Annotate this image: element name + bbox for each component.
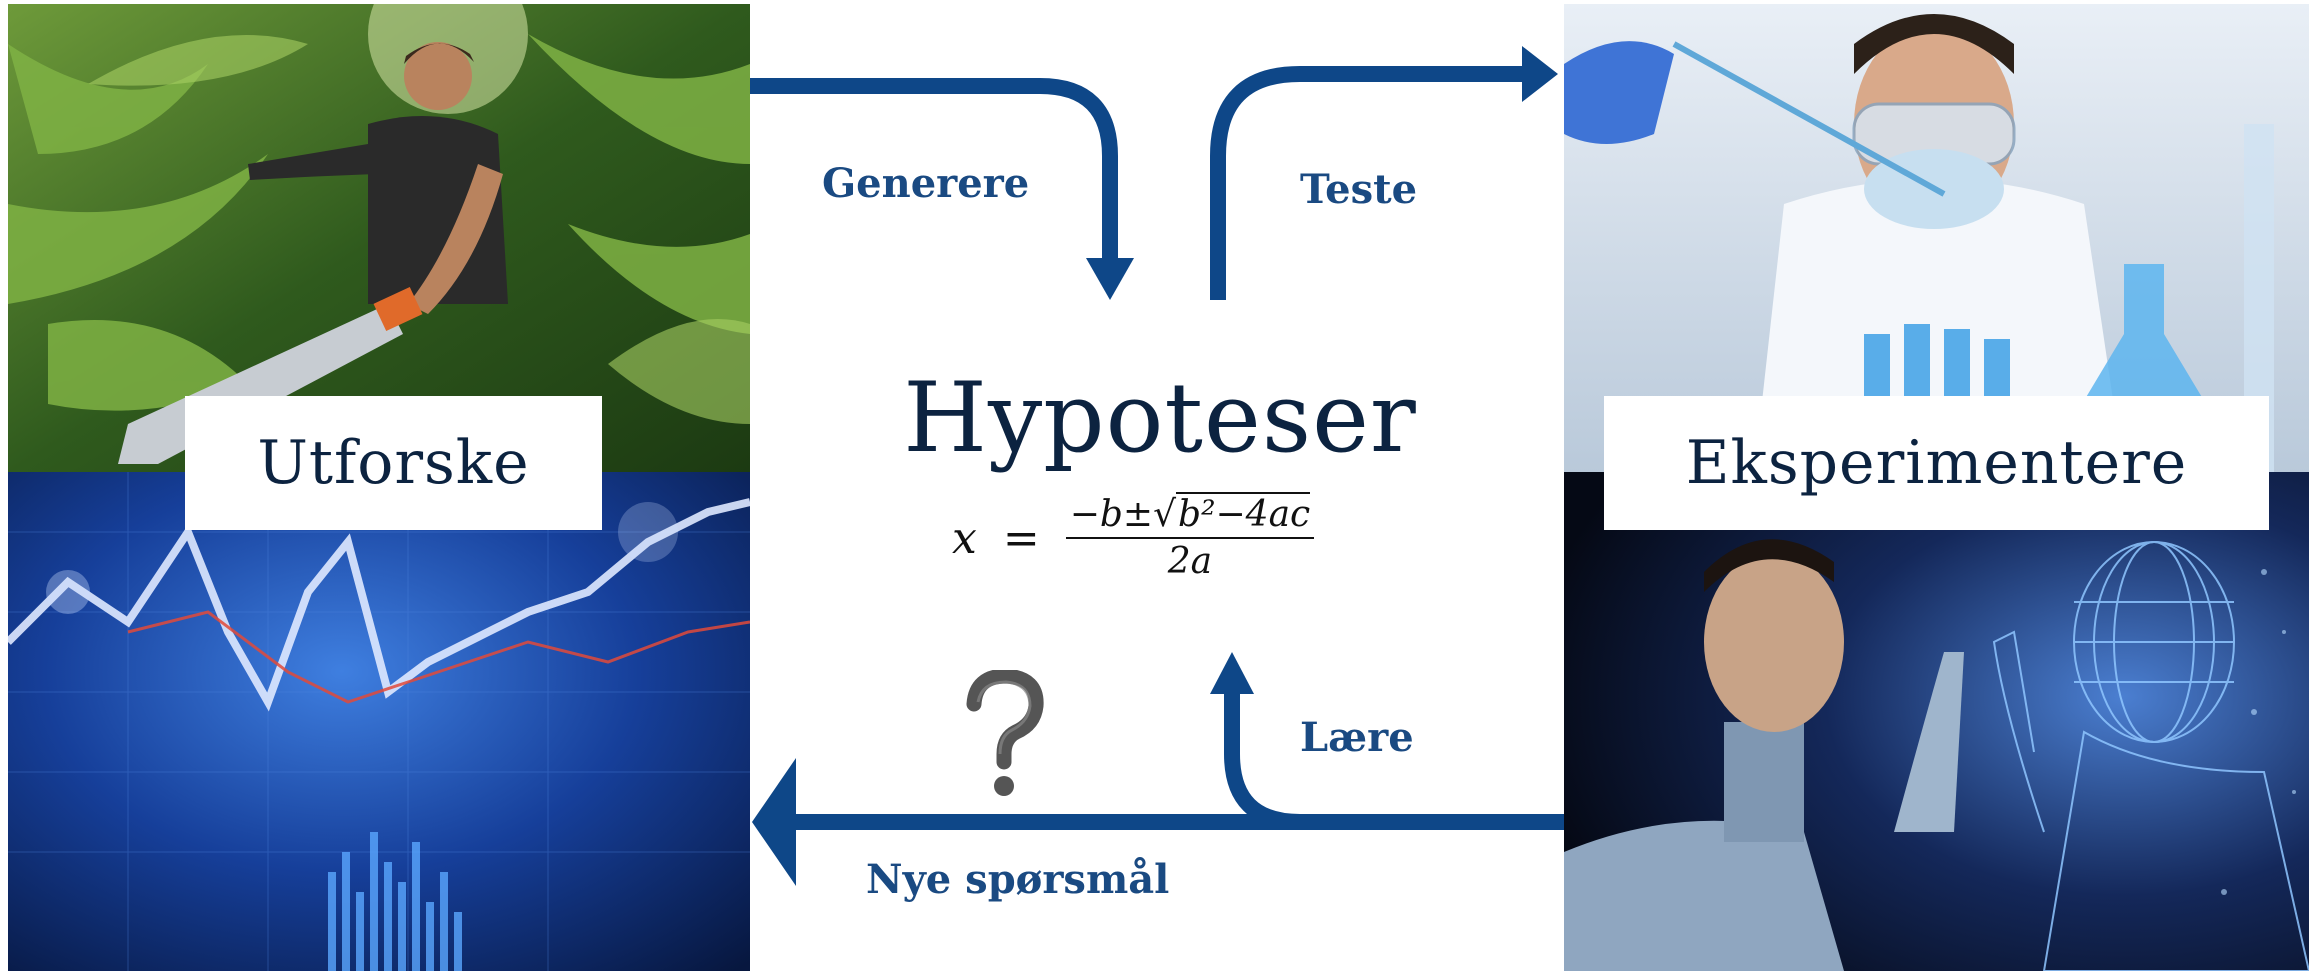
eksperimentere-label: Eksperimentere <box>1604 396 2269 530</box>
formula-lhs: x <box>952 512 977 564</box>
formula-radicand: b²−4ac <box>1176 492 1311 535</box>
hypoteser-title: Hypoteser <box>903 362 1417 474</box>
formula-denominator: 2a <box>1167 541 1213 582</box>
formula-num-prefix: −b± <box>1069 494 1154 535</box>
stock-chart-photo <box>8 472 750 971</box>
formula-numerator: −b±√b²−4ac <box>1065 492 1315 539</box>
quadratic-formula: x = −b±√b²−4ac 2a <box>952 492 1315 582</box>
jungle-explorer-photo <box>8 4 750 474</box>
generere-label: Generere <box>822 160 1030 207</box>
formula-fraction: −b±√b²−4ac 2a <box>1065 492 1315 582</box>
laere-label: Lære <box>1300 714 1414 761</box>
question-mark-icon <box>966 670 1044 796</box>
formula-equals: = <box>1002 512 1040 564</box>
sqrt-symbol: √ <box>1153 494 1177 535</box>
nye-sporsmal-label: Nye spørsmål <box>866 856 1170 903</box>
utforske-label: Utforske <box>185 396 602 530</box>
teste-label: Teste <box>1300 166 1418 213</box>
man-and-hologram-photo <box>1564 472 2309 971</box>
